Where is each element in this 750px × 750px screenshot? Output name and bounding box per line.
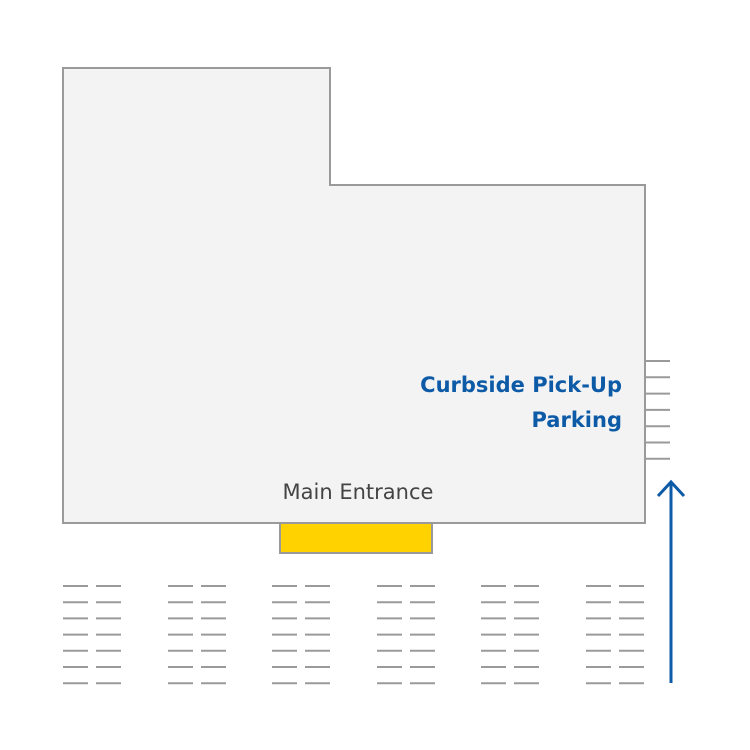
parking-lot-stalls [63, 585, 644, 685]
curbside-parking-stalls [645, 360, 670, 460]
route-arrow-head [656, 479, 686, 498]
curbside-label-line1: Curbside Pick-Up [420, 373, 622, 397]
arrow-up-icon [656, 479, 686, 683]
main-entrance-marker [279, 522, 433, 554]
curbside-label-line2: Parking [531, 408, 622, 432]
building-footprint [62, 67, 646, 524]
main-entrance-label: Main Entrance [283, 480, 434, 504]
